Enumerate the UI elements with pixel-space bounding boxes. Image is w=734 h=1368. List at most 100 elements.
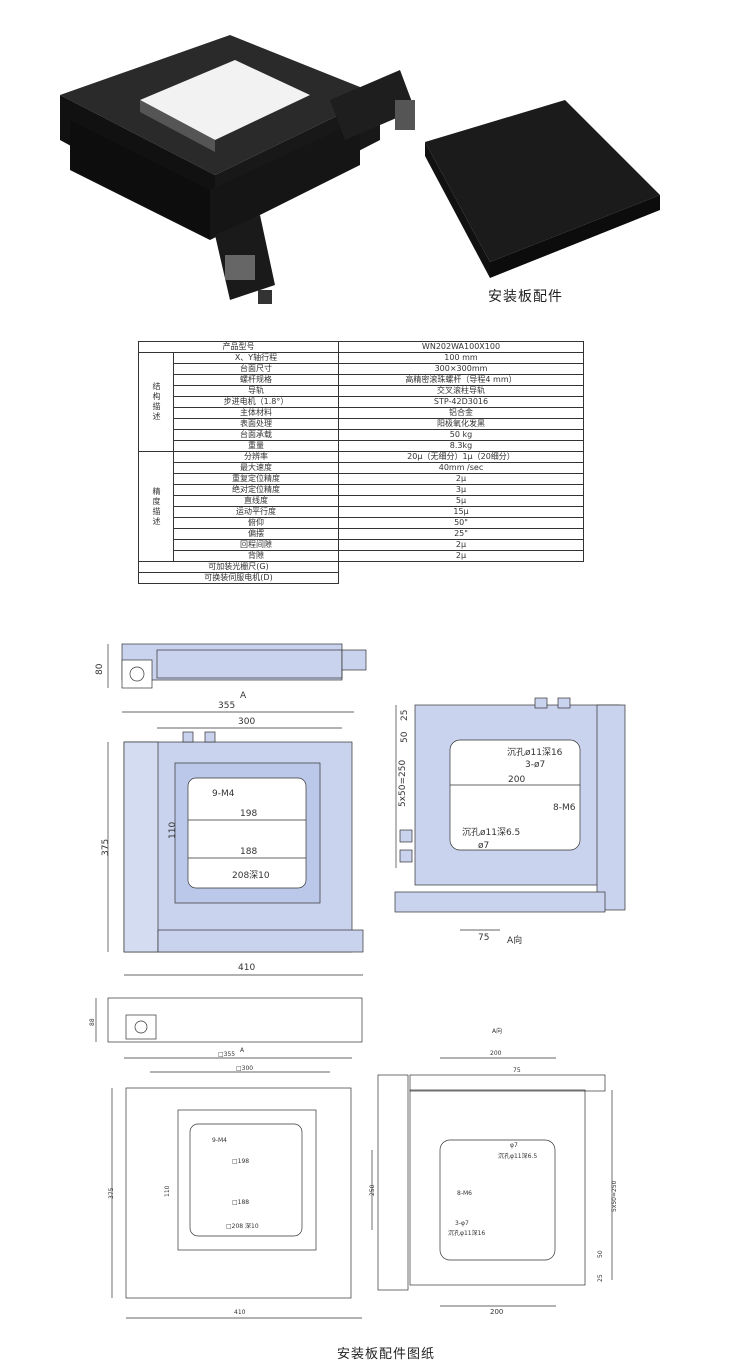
- row-label: 最大速度: [173, 462, 339, 474]
- footer-note: 可换装伺服电机(D): [138, 572, 339, 584]
- dim-50: 50: [597, 1250, 604, 1258]
- dim-188: □188: [232, 1199, 249, 1206]
- row-value: 高精密滚珠螺杆（导程4 mm）: [338, 374, 584, 386]
- dim-80: 80: [95, 663, 105, 675]
- label-phi7: ø7: [478, 841, 489, 851]
- dim-110: 110: [164, 1185, 171, 1197]
- row-label: 重复定位精度: [173, 473, 339, 485]
- label-8m6: 8-M6: [553, 803, 576, 813]
- row-value: 50 kg: [338, 429, 584, 441]
- row-value: 8.3kg: [338, 440, 584, 452]
- mount-plate-caption: 安装板配件: [488, 289, 563, 305]
- row-label: 直线度: [173, 495, 339, 507]
- row-label: 台面承载: [173, 429, 339, 441]
- drawing-3: 88 A □355 □300 375 110 9-M4 □198 □188 □2…: [89, 997, 363, 1319]
- label-a-direction: A向: [507, 934, 522, 946]
- label-counterbore-16: 沉孔φ11深16: [448, 1229, 485, 1237]
- dim-5x50: 5x50=250: [398, 760, 408, 807]
- technical-drawings: 80 A 355 300 375 110 9-M4 198 188 208深10…: [89, 643, 626, 1319]
- row-label: 绝对定位精度: [173, 484, 339, 496]
- row-label: 重量: [173, 440, 339, 452]
- dim-198: □198: [232, 1158, 249, 1165]
- dim-200: 200: [508, 775, 525, 785]
- dim-410: 410: [234, 1309, 246, 1316]
- row-label: 偏摆: [173, 528, 339, 540]
- row-label: 主体材料: [173, 407, 339, 419]
- label-counterbore-6-5: 沉孔ø11深6.5: [462, 827, 520, 838]
- row-label: 螺杆规格: [173, 374, 339, 386]
- header-value: WN202WA100X100: [338, 341, 584, 353]
- row-label: 俯仰: [173, 517, 339, 529]
- dim-A: A: [240, 691, 247, 701]
- label-9m4: 9-M4: [212, 789, 235, 799]
- row-value: 25": [338, 528, 584, 540]
- row-value: 铝合金: [338, 407, 584, 419]
- row-value: 5μ: [338, 495, 584, 507]
- row-value: 2μ: [338, 550, 584, 562]
- dim-25: 25: [597, 1274, 604, 1282]
- dim-208: □208 深10: [226, 1222, 259, 1230]
- label-counterbore-6-5: 沉孔φ11深6.5: [498, 1152, 537, 1160]
- row-label: 运动平行度: [173, 506, 339, 518]
- row-value: 300×300mm: [338, 363, 584, 375]
- dim-410: 410: [238, 963, 255, 973]
- dim-198: 198: [240, 809, 257, 819]
- drawing-1: 80 A 355 300 375 110 9-M4 198 188 208深10…: [95, 643, 367, 976]
- row-value: STP-42D3016: [338, 396, 584, 408]
- label-counterbore-16: 沉孔ø11深16: [507, 747, 563, 758]
- row-value: 15μ: [338, 506, 584, 518]
- row-value: 3μ: [338, 484, 584, 496]
- dim-188: 188: [240, 847, 257, 857]
- row-value: 100 mm: [338, 352, 584, 364]
- row-value: 阳极氧化发黑: [338, 418, 584, 430]
- dim-375: 375: [101, 839, 111, 856]
- row-label: 背隙: [173, 550, 339, 562]
- dim-250: 250: [369, 1184, 376, 1196]
- dim-50: 50: [400, 731, 410, 743]
- row-value: 2μ: [338, 539, 584, 551]
- dim-208: 208深10: [232, 870, 270, 881]
- row-label: X、Y轴行程: [173, 352, 339, 364]
- label-9m4: 9-M4: [212, 1137, 227, 1144]
- table-row: 产品型号 WN202WA100X100: [138, 341, 584, 353]
- label-a-direction: A向: [492, 1027, 502, 1035]
- row-value: 50": [338, 517, 584, 529]
- dim-300: 300: [238, 717, 255, 727]
- mount-plate-photo: [425, 100, 660, 278]
- dim-5x50: 5x50=250: [611, 1180, 618, 1212]
- dim-375: 375: [108, 1187, 115, 1199]
- row-label: 台面尺寸: [173, 363, 339, 375]
- dim-75: 75: [513, 1067, 521, 1074]
- label-8m6: 8-M6: [457, 1190, 472, 1197]
- dim-110: 110: [168, 822, 178, 839]
- group-structure: 结构描述: [138, 352, 174, 452]
- row-label: 步进电机（1.8°）: [173, 396, 339, 408]
- row-label: 导轨: [173, 385, 339, 397]
- row-value: 20μ（无细分）1μ（20细分）: [338, 451, 584, 463]
- row-value: 2μ: [338, 473, 584, 485]
- label-3phi7: 3-φ7: [455, 1220, 469, 1227]
- row-label: 回程间隙: [173, 539, 339, 551]
- product-photos: [60, 35, 660, 304]
- drawing-caption: 安装板配件图纸: [337, 1347, 436, 1362]
- dim-200-top: 200: [490, 1050, 502, 1057]
- label-phi7: φ7: [510, 1142, 518, 1149]
- row-value: 40mm /sec: [338, 462, 584, 474]
- dim-200-bottom: 200: [490, 1308, 503, 1316]
- dim-88: 88: [89, 1018, 96, 1026]
- label-3phi7: 3-ø7: [525, 760, 545, 770]
- footer-note: 可加装光栅尺(G): [138, 561, 339, 573]
- dim-355: □355: [218, 1051, 235, 1058]
- row-value: 交叉滚柱导轨: [338, 385, 584, 397]
- drawing-2: 25 50 5x50=250 沉孔ø11深16 3-ø7 200 8-M6 沉孔…: [394, 697, 626, 946]
- row-label: 表面处理: [173, 418, 339, 430]
- dim-25: 25: [400, 710, 410, 721]
- xy-stage-photo: [60, 35, 415, 304]
- drawing-4: A向 200 75 φ7 沉孔φ11深6.5 8-M6 250 5x50=250…: [369, 1027, 618, 1316]
- dim-355: 355: [218, 701, 235, 711]
- header-label: 产品型号: [138, 341, 339, 353]
- group-precision: 精度描述: [138, 451, 174, 562]
- dim-A: A: [240, 1047, 245, 1054]
- dim-75: 75: [478, 933, 489, 943]
